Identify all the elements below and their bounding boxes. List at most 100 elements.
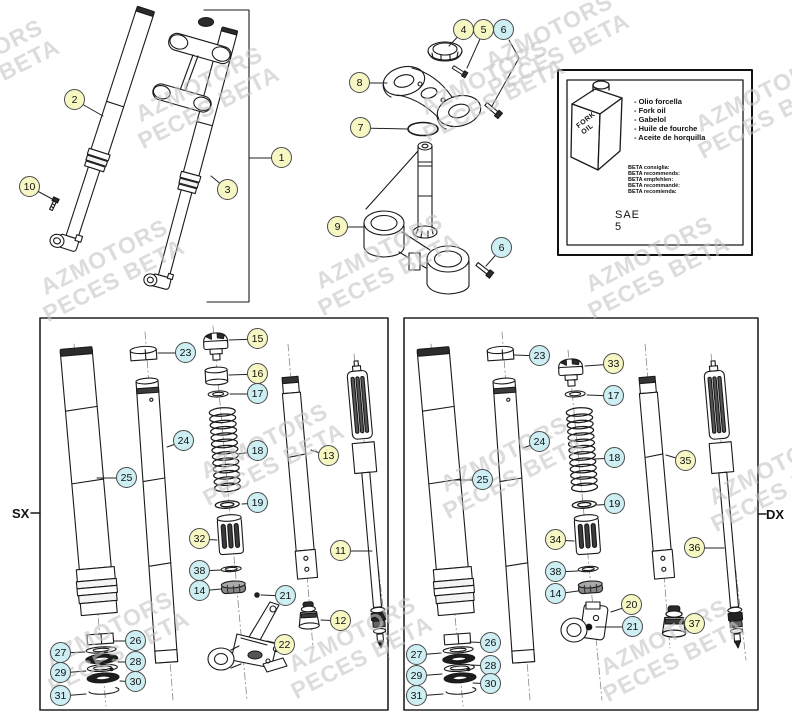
callout-38: 38 xyxy=(545,561,566,582)
callout-29: 29 xyxy=(50,662,71,683)
part-6-screw-bottom-drawing xyxy=(474,260,495,279)
part-19-washer xyxy=(214,499,241,510)
callout-17: 17 xyxy=(603,385,624,406)
oil-grade: SAE 5 xyxy=(615,209,641,233)
part-37-bump-stop xyxy=(661,605,687,638)
part-25-outer-tube xyxy=(55,345,120,617)
part-38-ring xyxy=(220,565,242,573)
oil-name-it: - Olio forcella xyxy=(634,97,682,106)
right-panel-label: DX xyxy=(766,507,785,522)
callout-14: 14 xyxy=(189,580,210,601)
callout-19: 19 xyxy=(604,493,625,514)
part-18-spring xyxy=(208,406,242,494)
callout-5: 5 xyxy=(473,19,494,40)
callout-33: 33 xyxy=(603,353,624,374)
callout-9: 9 xyxy=(327,216,348,237)
part-32-piston xyxy=(216,513,245,556)
callout-27: 27 xyxy=(406,644,427,665)
oil-name-fr: - Huile de fourche xyxy=(634,124,698,133)
callout-24: 24 xyxy=(173,430,194,451)
callout-3: 3 xyxy=(217,179,238,200)
assembled-triple-clamp-drawing xyxy=(152,16,232,113)
part-14-seal xyxy=(220,579,247,595)
part-34-piston xyxy=(573,513,602,556)
part-19-washer-dx xyxy=(571,499,598,510)
callout-37: 37 xyxy=(684,613,705,634)
callout-35: 35 xyxy=(675,450,696,471)
part-20-axle-bracket xyxy=(560,601,609,643)
callout-23: 23 xyxy=(175,342,196,363)
part-14-seal-dx xyxy=(577,579,604,595)
callout-13: 13 xyxy=(318,445,339,466)
part-13-cartridge xyxy=(279,375,319,580)
beta-recommends-fr: BETA recommandé: xyxy=(628,183,680,189)
oil-box xyxy=(557,69,753,256)
left-fork-leg-drawing xyxy=(49,5,155,252)
callout-18: 18 xyxy=(604,447,625,468)
callout-6: 6 xyxy=(493,19,514,40)
part-17-washer-dx xyxy=(564,389,586,399)
callout-20: 20 xyxy=(621,594,642,615)
callout-26: 26 xyxy=(480,632,501,653)
part-33-fork-cap xyxy=(557,357,585,388)
beta-recommends-es: BETA recomienda: xyxy=(628,189,677,195)
beta-recommends-it: BETA consiglia: xyxy=(628,165,670,171)
callout-31: 31 xyxy=(406,685,427,706)
callout-14: 14 xyxy=(545,583,566,604)
callout-25: 25 xyxy=(116,467,137,488)
part-10-screw-drawing xyxy=(49,196,60,212)
part-16-spacer xyxy=(204,366,229,386)
oil-name-de: - Gabelol xyxy=(634,115,667,124)
part-12-bump-stop xyxy=(297,600,320,631)
callout-34: 34 xyxy=(545,529,566,550)
callout-8: 8 xyxy=(349,72,370,93)
group-1-bracket xyxy=(203,9,250,303)
callout-26: 26 xyxy=(125,630,146,651)
callout-6: 6 xyxy=(491,237,512,258)
panel-sx-border xyxy=(39,317,389,711)
part-36-damper-rod xyxy=(701,359,750,650)
callout-23: 23 xyxy=(529,345,550,366)
callout-7: 7 xyxy=(350,117,371,138)
callout-4: 4 xyxy=(453,19,474,40)
part-24-inner-tube-dx xyxy=(492,376,536,664)
panel-dx-parts xyxy=(412,345,750,696)
callout-11: 11 xyxy=(330,540,351,561)
callout-10: 10 xyxy=(19,176,40,197)
callout-27: 27 xyxy=(50,642,71,663)
part-38-ring-dx xyxy=(577,565,599,573)
callout-1: 1 xyxy=(271,147,292,168)
left-panel-label: SX xyxy=(12,506,30,521)
part-5-screw-drawing xyxy=(450,64,469,79)
callout-15: 15 xyxy=(247,328,268,349)
panel-sx-parts xyxy=(55,331,393,696)
part-23-bushing xyxy=(129,345,158,362)
beta-recommends-de: BETA empfehlen: xyxy=(628,177,674,183)
part-23-bushing-dx xyxy=(486,345,515,362)
part-35-cartridge xyxy=(636,375,676,580)
callout-28: 28 xyxy=(480,655,501,676)
callout-38: 38 xyxy=(189,560,210,581)
callout-29: 29 xyxy=(406,665,427,686)
part-11-damper-rod xyxy=(344,359,393,650)
callout-19: 19 xyxy=(247,492,268,513)
callout-30: 30 xyxy=(125,671,146,692)
oil-bottle-drawing xyxy=(570,80,623,171)
callout-25: 25 xyxy=(472,469,493,490)
parts-26-31-seal-stack xyxy=(83,632,121,696)
part-15-fork-cap xyxy=(202,331,230,362)
callout-12: 12 xyxy=(330,610,351,631)
callout-36: 36 xyxy=(684,537,705,558)
callout-24: 24 xyxy=(529,431,550,452)
part-8-upper-clamp-drawing xyxy=(382,65,482,130)
callout-21: 21 xyxy=(275,585,296,606)
oil-name-en: - Fork oil xyxy=(634,106,666,115)
part-9-lower-clamp-drawing xyxy=(363,141,470,295)
part-17-washer xyxy=(207,389,229,399)
part-21-screw-dx xyxy=(585,623,593,631)
part-24-inner-tube xyxy=(135,376,179,664)
callout-18: 18 xyxy=(247,440,268,461)
callout-21: 21 xyxy=(622,616,643,637)
